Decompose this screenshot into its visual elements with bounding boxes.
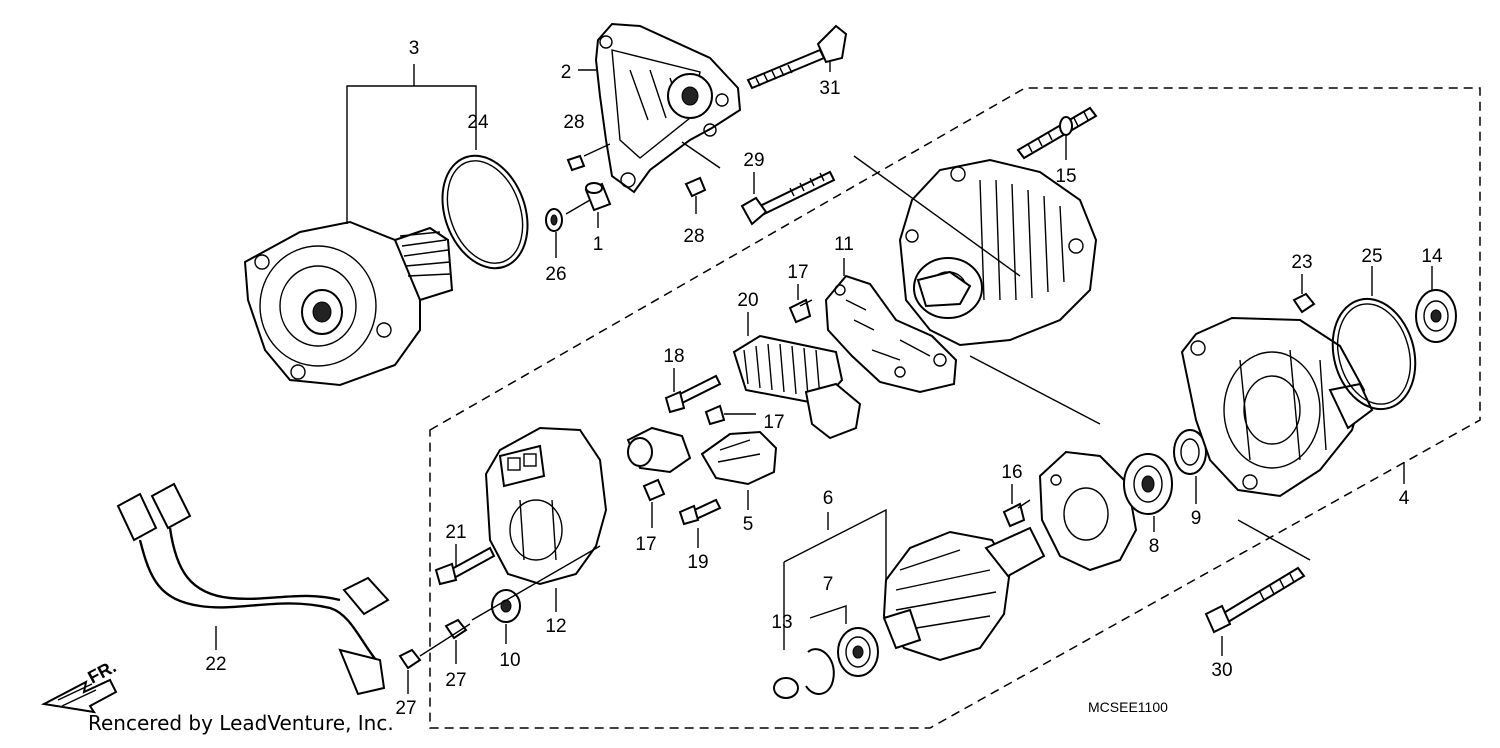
label-28b: 28 [683,226,704,247]
bolt-21[interactable] [434,546,496,586]
label-29: 29 [743,150,764,171]
diagram-code: MCSEE1100 [1088,699,1168,715]
bearing-7[interactable] [837,627,879,677]
screw-17c[interactable] [642,478,666,502]
stator-housing[interactable] [898,158,1098,347]
brush-plate-5[interactable] [700,430,778,486]
leader-3 [346,85,477,224]
label-10: 10 [499,650,520,671]
label-31: 31 [819,78,840,99]
cap-13[interactable] [773,648,835,699]
rectifier-11[interactable] [824,274,958,394]
label-5: 5 [743,514,754,535]
voltage-regulator-20[interactable] [732,334,862,440]
screw-19[interactable] [678,498,722,526]
label-18: 18 [663,346,684,367]
label-26: 26 [545,264,566,285]
label-25: 25 [1361,246,1382,267]
label-27b: 27 [395,698,416,719]
label-20: 20 [737,290,758,311]
wire-harness-22[interactable] [116,482,390,696]
bearing-14[interactable] [1415,289,1457,343]
label-21: 21 [445,522,466,543]
label-22: 22 [205,654,226,675]
screw-17a[interactable] [788,298,813,324]
screw-16[interactable] [1002,499,1031,528]
label-9: 9 [1191,508,1202,529]
label-13: 13 [771,612,792,633]
dowel-pin-28b[interactable] [684,176,707,198]
brush-holder[interactable] [626,426,692,474]
label-16: 16 [1001,462,1022,483]
label-2: 2 [561,62,572,83]
collar-1[interactable] [584,182,612,212]
bearing-8[interactable] [1123,453,1173,515]
nut-23[interactable] [1292,292,1316,314]
label-12: 12 [545,616,566,637]
label-4: 4 [1399,488,1410,509]
o-ring-24[interactable] [428,144,543,280]
ring-9[interactable] [1173,429,1207,475]
label-3: 3 [409,38,420,59]
bolt-29[interactable] [740,170,836,226]
label-17c: 17 [635,534,656,555]
rear-housing-4[interactable] [1180,316,1374,498]
label-28a: 28 [563,112,584,133]
screw-17b[interactable] [704,404,726,426]
assembly-dashed-outline [429,87,1481,729]
starter-clutch-housing[interactable] [243,220,454,387]
direction-label: FR. [84,656,119,687]
label-15: 15 [1055,166,1076,187]
mounting-bracket[interactable] [594,22,742,194]
label-1: 1 [593,234,604,255]
label-27a: 27 [445,670,466,691]
label-19: 19 [687,552,708,573]
rotor-6[interactable] [882,526,1046,662]
label-17a: 17 [787,262,808,283]
render-credit: Rencered by LeadVenture, Inc. [88,711,394,735]
grommet-10[interactable] [491,589,521,623]
nut-27b[interactable] [398,648,422,670]
label-14: 14 [1421,246,1443,267]
stud-bolt-15[interactable] [1016,106,1098,160]
nut-27a[interactable] [444,618,468,640]
label-24: 24 [467,112,489,133]
screw-18[interactable] [664,374,722,414]
label-11: 11 [834,234,854,255]
label-23: 23 [1291,252,1312,273]
label-7: 7 [823,574,834,595]
bolt-30[interactable] [1204,566,1306,634]
washer-26[interactable] [545,208,563,232]
front-direction-arrow: FR. [40,656,119,714]
rear-cover-12[interactable] [484,426,608,586]
o-ring-25[interactable] [1321,290,1427,419]
dowel-pin-28a[interactable] [566,154,586,172]
label-6: 6 [823,488,834,509]
rear-plate[interactable] [1038,450,1138,572]
label-8: 8 [1149,536,1160,557]
label-17b: 17 [763,412,784,433]
label-30: 30 [1211,660,1232,681]
bolt-31[interactable] [746,24,848,90]
